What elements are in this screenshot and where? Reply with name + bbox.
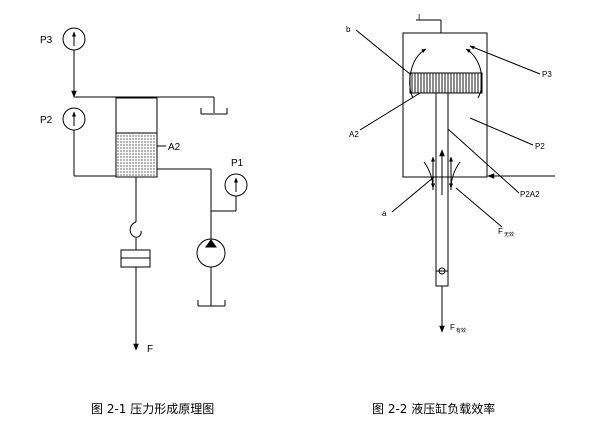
f-friction-label: F	[498, 227, 503, 236]
a-label: a	[382, 209, 387, 218]
hook	[129, 221, 142, 238]
p1-gauge	[224, 173, 248, 197]
p2a2-leader	[447, 128, 520, 194]
flow-arrow-left	[409, 48, 427, 99]
piston-a2	[115, 132, 158, 178]
p2-label: P2	[40, 115, 53, 126]
a-leader	[391, 176, 435, 213]
f-friction-leader	[455, 187, 503, 228]
right-caption: 图 2-2 液压缸负载效率	[372, 402, 496, 416]
p2a2-label: P2A2	[520, 190, 540, 199]
p3-leader	[469, 45, 541, 75]
p3-label: P3	[40, 35, 53, 46]
left-caption: 图 2-1 压力形成原理图	[91, 402, 215, 416]
b-leader	[355, 29, 411, 75]
p2-label-2: P2	[535, 142, 545, 151]
f-useful-sub: 有效	[456, 327, 466, 334]
a2-label: A2	[168, 142, 181, 153]
p1-label: P1	[231, 158, 244, 169]
pump-triangle	[205, 239, 217, 248]
force-label: F	[147, 344, 153, 355]
a2-leader-2	[359, 92, 421, 131]
top-mark-label: I	[418, 13, 420, 22]
seal-curve-left	[423, 161, 435, 189]
a2-label-2: A2	[349, 130, 359, 139]
cylinder-body-2	[402, 32, 488, 178]
f-friction-sub: 无效	[504, 231, 514, 238]
p3-label-2: P3	[542, 70, 552, 79]
piston-2	[409, 72, 483, 94]
right-cylinder-diagram	[355, 19, 555, 333]
seal-curve-right	[449, 161, 461, 189]
left-pressure-diagram	[62, 27, 248, 351]
p2-leader	[469, 117, 534, 146]
flow-arrow-right	[465, 48, 483, 99]
f-useful-label: F	[450, 323, 455, 332]
b-label: b	[346, 25, 351, 34]
